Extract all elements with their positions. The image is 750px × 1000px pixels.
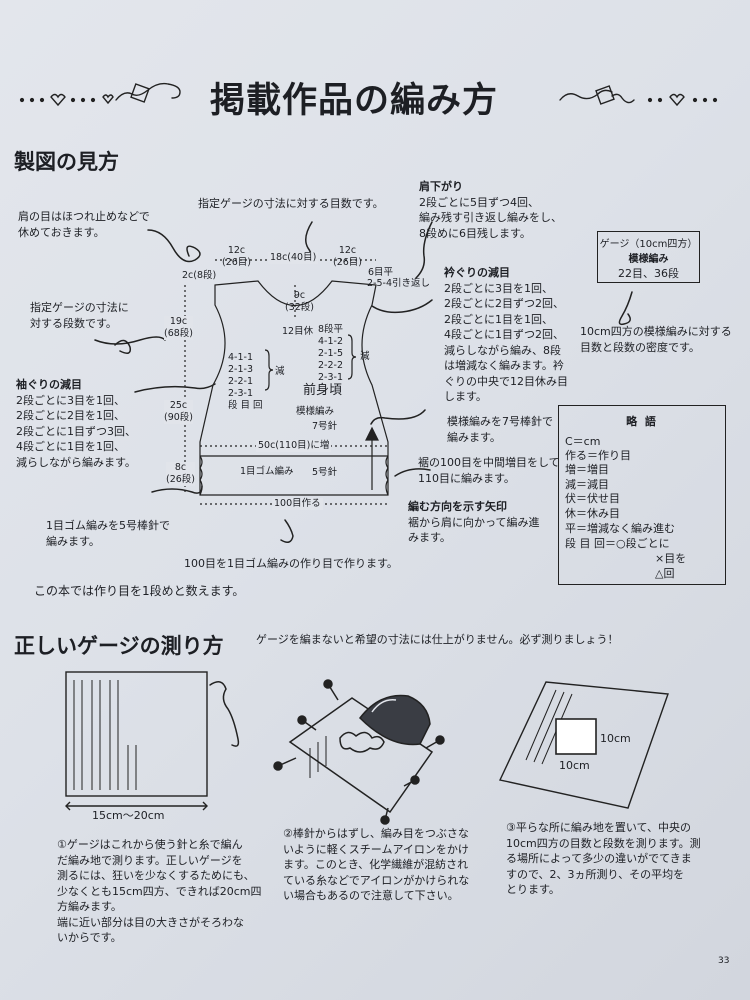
swatch-illustration	[65, 671, 208, 811]
dim-arm-seq: 4-1-1 2-1-3 2-2-1 2-3-1 段 目 回	[228, 352, 263, 411]
note-neckline: 衿ぐりの減目 2段ごとに3目を1回、 2段ごとに2目ずつ2回、 2段ごとに1目を…	[444, 266, 568, 403]
heart-decoration-icon	[559, 85, 718, 107]
swatch-size-label: 15cm～20cm	[92, 809, 165, 822]
dim-left-height: 19c(68段)	[164, 316, 194, 340]
note-armhole: 袖ぐりの減目 2段ごとに3目を1回、 2段ごとに2目を1回、 2段ごとに1目ずつ…	[16, 378, 136, 469]
measure-label-a: 10cm	[600, 732, 631, 745]
note-shoulder-slope: 肩下がり 2段ごとに5目ずつ4回、 編み残す引き返し編みをし、 8段めに6目残し…	[419, 180, 562, 240]
pattern-name: 模様編み	[296, 406, 335, 417]
dim-neck-gen: 減	[360, 351, 370, 362]
needle-size: 7号針	[312, 421, 338, 432]
section-heading-gauge: 正しいゲージの測り方	[14, 634, 224, 658]
step-3-text: ③平らな所に編み地を置いて、中央の 10cm四方の目数と段数を測ります。測 る場…	[506, 821, 701, 896]
dim-body-height: 25c(90段)	[164, 400, 194, 424]
yarn-pointer-lines	[94, 221, 633, 747]
dim-top-center: 18c(40目)	[268, 252, 319, 264]
dim-neck-flat: 8段平	[318, 324, 344, 335]
note-shoulder-hold: 肩の目はほつれ止めなどで休めておきます。	[18, 210, 150, 239]
iron-illustration	[273, 679, 445, 825]
rib-needle: 5号針	[312, 467, 338, 478]
note-cast-on: 100目を1目ゴム編みの作り目で作ります。	[184, 557, 398, 570]
note-gauge-stitch: 指定ゲージの寸法に対する目数です。	[198, 197, 384, 210]
dim-rib-height: 8c(26段)	[166, 462, 196, 486]
dim-neck-depth: 9c(32段)	[285, 290, 315, 313]
dim-neck-seq: 4-1-2 2-1-5 2-2-2 2-3-1	[318, 336, 343, 383]
dim-neck-hold: 12目休	[282, 326, 314, 337]
piece-name: 前身頃	[303, 383, 343, 398]
abbreviations-box: 略 語 C＝cm 作る＝作り目 増＝増目 減＝減目 伏＝伏せ目 休＝休み目 平＝…	[558, 405, 726, 585]
heart-decoration-icon	[19, 82, 181, 107]
dim-top-left: 12c(26目)	[222, 245, 252, 268]
step-1-text: ①ゲージはこれから使う針と糸で編ん だ編み地で測ります。正しいゲージを 測るには…	[57, 838, 262, 944]
dim-shoulder-seq: 2-5-4引き返し	[367, 278, 430, 289]
step-2-text: ②棒針からはずし、編み目をつぶさな いように軽くスチームアイロンをかけ ます。こ…	[283, 827, 470, 902]
gauge-box: ゲージ（10cm四方） 模様編み 22目、36段	[597, 231, 700, 283]
dim-top-right: 12c(26目)	[333, 245, 363, 268]
section-heading-drawing: 製図の見方	[14, 150, 119, 174]
dim-armhole-top: 2c(8段)	[182, 270, 217, 281]
measuring-illustration	[498, 681, 669, 809]
measure-label-b: 10cm	[559, 759, 590, 772]
note-density: 10cm四方の模様編みに対する目数と段数の密度です。	[580, 325, 732, 354]
cast-label: 100目作る	[272, 498, 323, 510]
note-knit-direction: 編む方向を示す矢印 裾から肩に向かって編み進 みます。	[408, 500, 540, 544]
page-number: 33	[718, 956, 730, 966]
note-pattern-needle: 模様編みを7号棒針で編みます。	[447, 415, 553, 444]
dim-arm-gen: 減	[275, 366, 285, 377]
page-title: 掲載作品の編み方	[210, 81, 499, 121]
gauge-subtitle: ゲージを編まないと希望の寸法には仕上がりません。必ず測りましょう！	[256, 633, 619, 646]
dim-shoulder-rows: 6目平	[368, 267, 394, 278]
rib-name: 1目ゴム編み	[240, 466, 294, 477]
note-rib-needle: 1目ゴム編みを5号棒針で編みます。	[46, 519, 170, 548]
note-gauge-row: 指定ゲージの寸法に対する段数です。	[30, 301, 129, 330]
dim-width: 50c(110目)に増	[256, 440, 332, 452]
note-row-count: この本では作り目を1段めと数えます。	[34, 584, 245, 598]
